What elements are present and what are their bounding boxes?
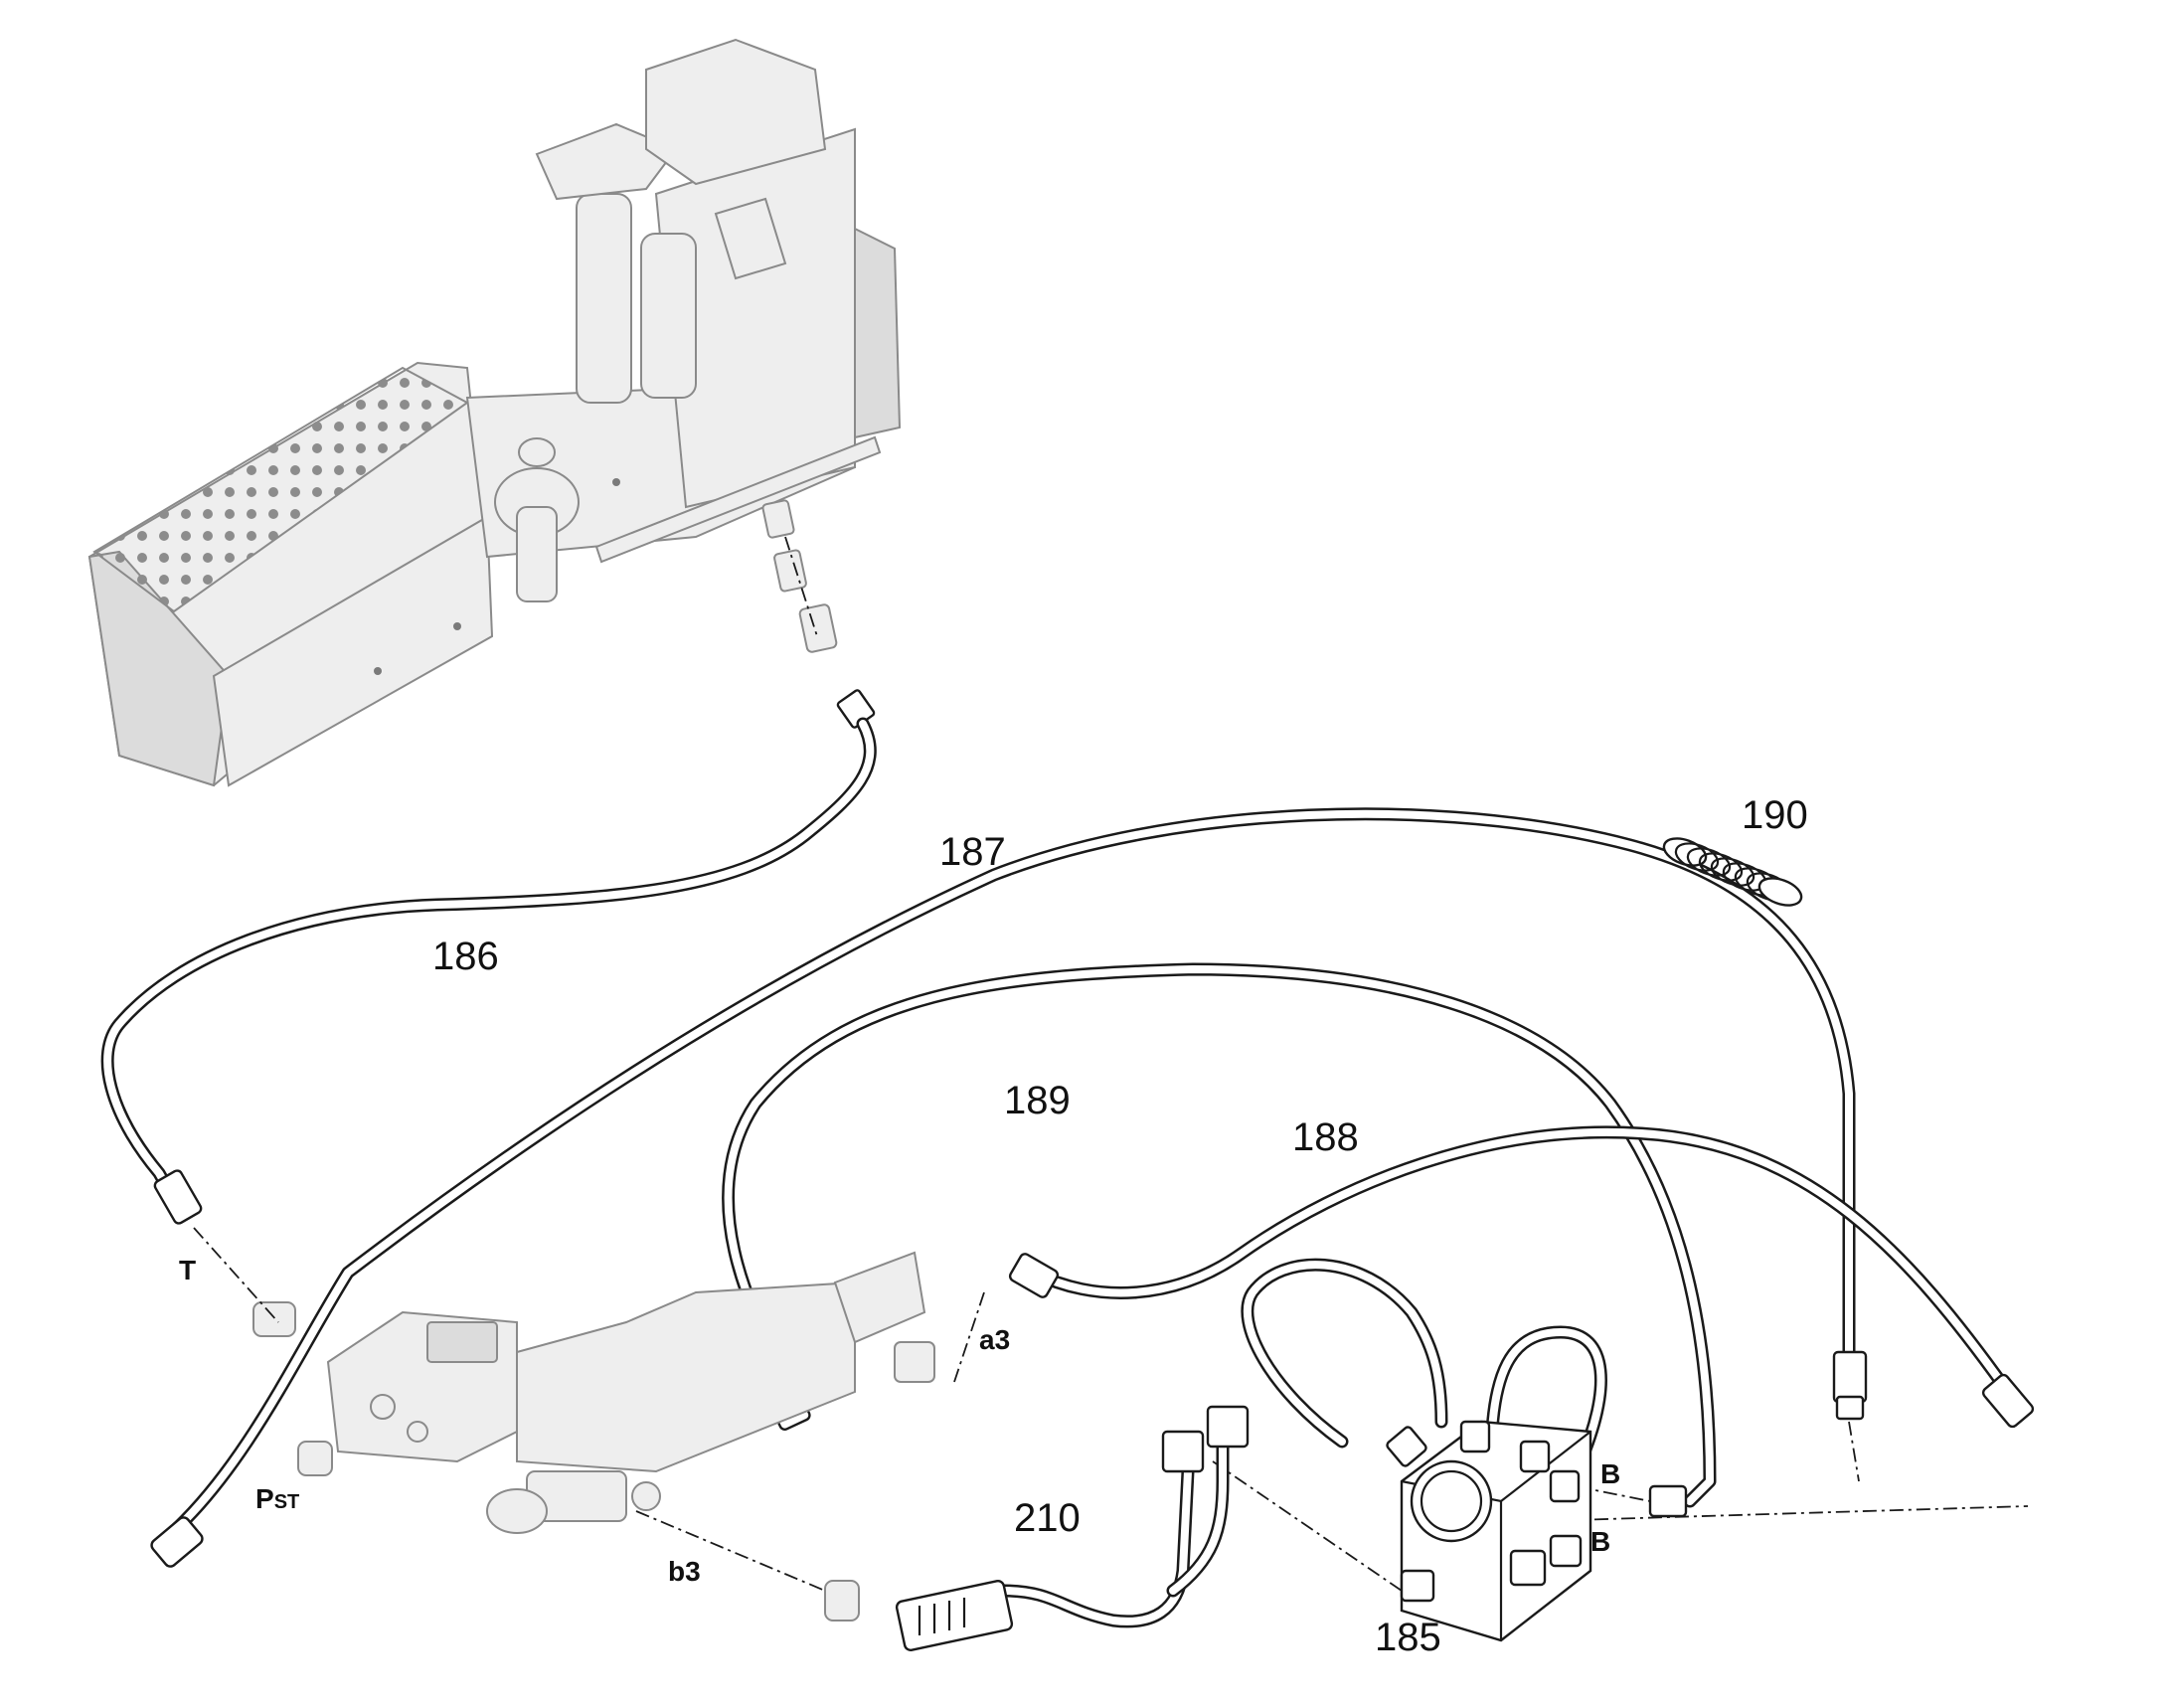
port-label-b-upper: B (1600, 1458, 1621, 1489)
valve-185 (1386, 1420, 1592, 1642)
port-label-b-lower: B (1590, 1526, 1611, 1557)
tank-outlet-fittings (761, 499, 876, 729)
leader-lines (193, 1227, 2029, 1592)
callout-210: 210 (1014, 1496, 1081, 1540)
callout-188: 188 (1292, 1115, 1359, 1159)
hose-186 (100, 717, 877, 1225)
port-label-b3: b3 (668, 1556, 701, 1587)
hydraulic-tank-assembly (87, 38, 902, 787)
callout-187: 187 (939, 830, 1006, 874)
callout-190: 190 (1742, 793, 1808, 837)
callout-186: 186 (432, 935, 499, 978)
wire-harness-210 (895, 1405, 1250, 1651)
port-label-t: T (179, 1255, 197, 1285)
hose-187 (150, 807, 1868, 1568)
valve-185-loops (1241, 1258, 1607, 1468)
control-valve-block (252, 1251, 935, 1622)
port-label-pst: PST (255, 1483, 300, 1514)
hose-188 (1008, 1125, 2035, 1429)
port-label-a3: a3 (979, 1324, 1011, 1355)
coil-spring-190 (1662, 837, 1803, 907)
callout-189: 189 (1004, 1079, 1071, 1122)
callout-185: 185 (1375, 1616, 1441, 1659)
